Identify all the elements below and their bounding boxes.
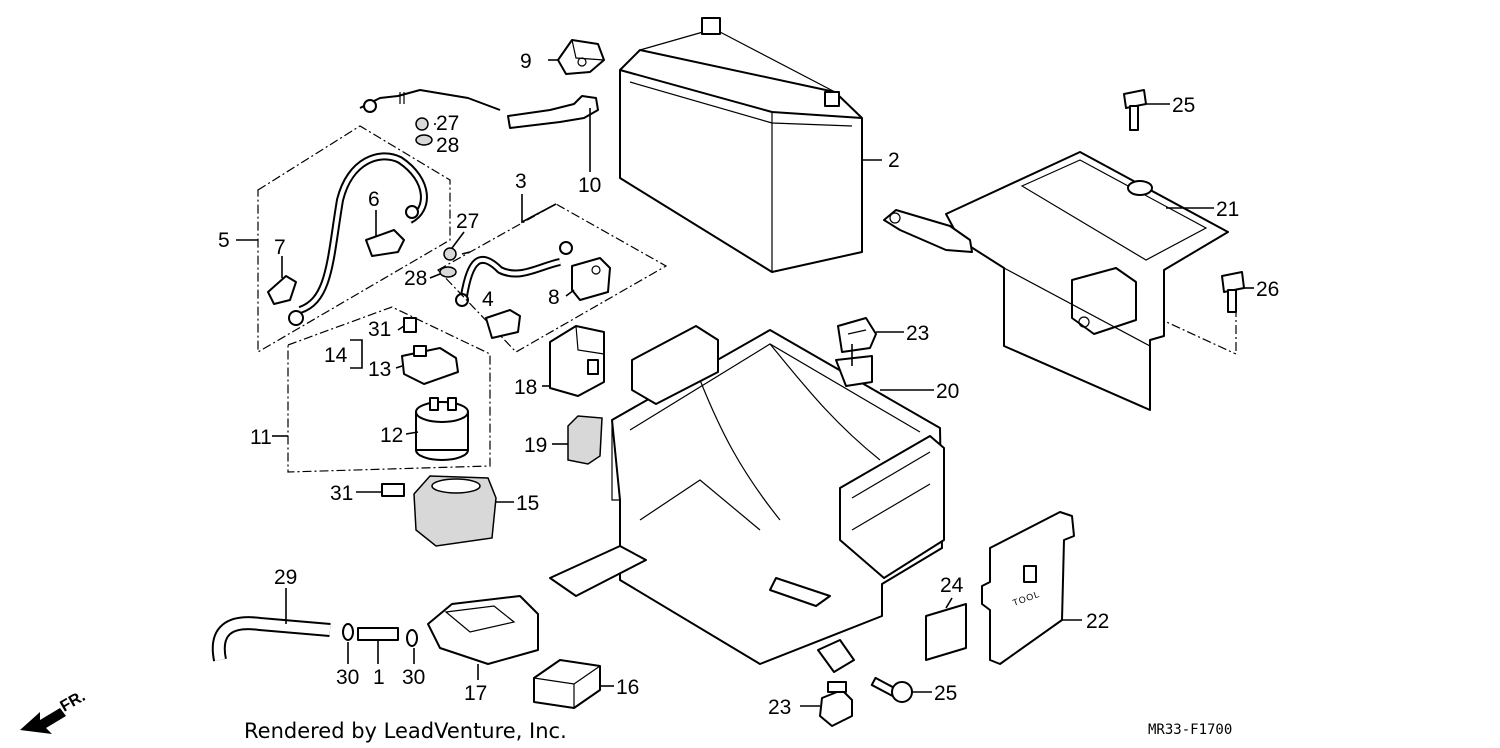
relay-18[interactable] — [549, 325, 605, 397]
callout-25a[interactable]: 25 — [1172, 94, 1195, 117]
starter-cable-3[interactable] — [455, 241, 573, 307]
battery-holder[interactable] — [883, 151, 1229, 411]
callout-labels: 9 10 2 3 5 6 7 8 4 27 28 27 28 31 14 13 … — [218, 50, 1279, 719]
terminal-cover-positive[interactable] — [557, 39, 605, 75]
callout-21[interactable]: 21 — [1216, 198, 1239, 221]
clip-23a[interactable] — [837, 317, 877, 353]
joint-1[interactable] — [357, 627, 399, 641]
bolt-25a[interactable] — [1123, 89, 1147, 131]
callout-2[interactable]: 2 — [888, 149, 900, 172]
callout-30b[interactable]: 30 — [402, 666, 425, 689]
callout-13[interactable]: 13 — [368, 358, 391, 381]
negative-cable-5[interactable] — [288, 152, 428, 326]
starter-relay-12[interactable] — [415, 397, 469, 461]
group-5-outline — [257, 125, 451, 354]
terminal-cap-7[interactable] — [267, 275, 297, 305]
clip-30a[interactable] — [342, 623, 354, 641]
relay-cover-13[interactable] — [401, 345, 459, 385]
relay-holder-15[interactable] — [413, 475, 497, 547]
callout-11[interactable]: 11 — [250, 426, 272, 449]
callout-24[interactable]: 24 — [940, 574, 964, 597]
callout-1[interactable]: 1 — [373, 666, 385, 689]
battery-case[interactable] — [549, 325, 945, 673]
label-24[interactable] — [925, 603, 967, 661]
fuse-box-cover-16[interactable] — [533, 659, 601, 709]
callout-16[interactable]: 16 — [616, 676, 639, 699]
callout-27a[interactable]: 27 — [436, 112, 459, 135]
callout-9[interactable]: 9 — [520, 50, 532, 73]
nut-27b[interactable] — [443, 247, 457, 261]
callout-20[interactable]: 20 — [936, 380, 959, 403]
nut-27a[interactable] — [415, 117, 429, 131]
callout-14[interactable]: 14 — [324, 344, 348, 367]
bolt-26[interactable] — [1221, 271, 1245, 313]
clip-23b[interactable] — [819, 681, 853, 727]
callout-4[interactable]: 4 — [482, 288, 494, 311]
callout-6[interactable]: 6 — [368, 188, 380, 211]
callout-23b[interactable]: 23 — [768, 696, 791, 719]
callout-29[interactable]: 29 — [274, 566, 297, 589]
callout-31a[interactable]: 31 — [368, 318, 391, 341]
callout-30a[interactable]: 30 — [336, 666, 359, 689]
callout-17[interactable]: 17 — [464, 682, 487, 705]
side-cover-22[interactable]: TOOL — [981, 511, 1075, 665]
callout-15[interactable]: 15 — [516, 492, 539, 515]
group-11-outline — [287, 306, 491, 473]
callout-31b[interactable]: 31 — [330, 482, 353, 505]
callout-28b[interactable]: 28 — [404, 267, 427, 290]
callout-10[interactable]: 10 — [578, 174, 601, 197]
tube-29[interactable] — [211, 616, 331, 662]
callout-18[interactable]: 18 — [514, 376, 537, 399]
terminal-cover-8[interactable] — [571, 257, 611, 301]
callout-23a[interactable]: 23 — [906, 322, 929, 345]
front-direction-arrow-icon: FR. — [20, 688, 88, 734]
callout-27b[interactable]: 27 — [456, 210, 479, 233]
callout-12[interactable]: 12 — [380, 424, 403, 447]
callout-28a[interactable]: 28 — [436, 134, 459, 157]
fuse-box-17[interactable] — [427, 595, 539, 665]
washer-28b[interactable] — [439, 266, 457, 278]
washer-28a[interactable] — [415, 134, 433, 146]
callout-25b[interactable]: 25 — [934, 682, 957, 705]
leader-lines — [236, 59, 1254, 707]
bolt-25b[interactable] — [870, 676, 913, 703]
callout-3[interactable]: 3 — [515, 170, 527, 193]
callout-19[interactable]: 19 — [524, 434, 547, 457]
battery-cable-10[interactable] — [359, 89, 599, 129]
terminal-cap-6[interactable] — [365, 229, 405, 257]
callout-7[interactable]: 7 — [274, 236, 286, 259]
clip-30b[interactable] — [406, 629, 418, 647]
cushion-19[interactable] — [567, 415, 603, 465]
diagram-code: MR33-F1700 — [1148, 722, 1232, 738]
bolt-cap-4[interactable] — [485, 309, 521, 339]
callout-22[interactable]: 22 — [1086, 610, 1109, 633]
callout-8[interactable]: 8 — [548, 286, 560, 309]
battery[interactable] — [619, 17, 863, 273]
callout-5[interactable]: 5 — [218, 229, 230, 252]
footer-credit: Rendered by LeadVenture, Inc. — [244, 719, 567, 743]
fuse-31b[interactable] — [381, 483, 405, 497]
fuse-31a[interactable] — [403, 317, 417, 333]
callout-26[interactable]: 26 — [1256, 278, 1279, 301]
